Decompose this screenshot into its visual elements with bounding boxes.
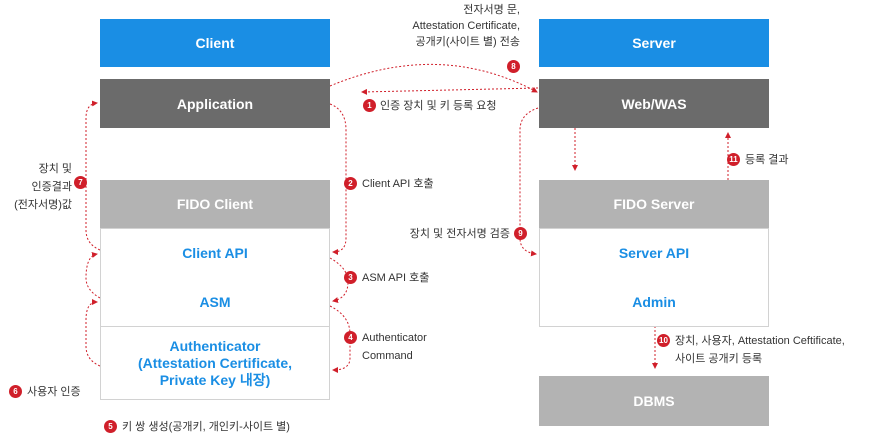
step-label-8-line1: 전자서명 문, — [463, 4, 520, 16]
server-header: Server — [539, 19, 769, 67]
application-box: Application — [100, 79, 330, 128]
arrow-step-7 — [85, 100, 101, 251]
arrow-left-asm-clientapi — [85, 251, 101, 299]
step-badge-4: 4 — [344, 331, 357, 344]
step-badge-3: 3 — [344, 271, 357, 284]
step-label-4-line2: Command — [362, 350, 413, 362]
step-label-6: 사용자 인증 — [27, 386, 81, 398]
step-label-7-line3: (전자서명)값 — [14, 199, 72, 211]
arrow-step-4 — [329, 305, 351, 373]
step-label-5: 키 쌍 생성(공개키, 개인키-사이트 별) — [122, 421, 290, 433]
step-label-8-line2: Attestation Certificate, — [412, 20, 520, 32]
step-label-1: 인증 장치 및 키 등록 요청 — [380, 100, 497, 112]
arrow-step-1 — [361, 87, 539, 95]
step-label-8-line3: 공개키(사이트 별) 전송 — [415, 36, 520, 48]
step-badge-5: 5 — [104, 420, 117, 433]
arrow-step-2 — [329, 103, 347, 255]
step-badge-8: 8 — [507, 60, 520, 73]
fido-server-box: FIDO Server — [539, 180, 769, 228]
step-label-11: 등록 결과 — [745, 154, 789, 166]
asm-box: ASM — [100, 277, 330, 327]
step-label-3: ASM API 호출 — [362, 272, 430, 284]
authenticator-detail-2: Private Key 내장) — [159, 371, 271, 388]
arrow-step-9 — [519, 107, 539, 257]
step-label-4-line1: Authenticator — [362, 332, 427, 344]
step-badge-1: 1 — [363, 99, 376, 112]
arrow-step-8 — [329, 63, 538, 93]
client-header: Client — [100, 19, 330, 67]
step-badge-11: 11 — [727, 153, 740, 166]
step-label-7-line2: 인증결과 — [31, 181, 72, 193]
step-badge-9: 9 — [514, 227, 527, 240]
step-badge-6: 6 — [9, 385, 22, 398]
dbms-box: DBMS — [539, 376, 769, 426]
web-was-box: Web/WAS — [539, 79, 769, 128]
step-badge-10: 10 — [657, 334, 670, 347]
server-api-box: Server API — [539, 228, 769, 278]
authenticator-title: Authenticator — [169, 337, 261, 354]
step-badge-2: 2 — [344, 177, 357, 190]
step-label-2: Client API 호출 — [362, 178, 434, 190]
step-label-7-line1: 장치 및 — [38, 163, 72, 175]
step-label-10-line2: 사이트 공개키 등록 — [675, 353, 763, 365]
step-label-9: 장치 및 전자서명 검증 — [409, 228, 510, 240]
step-badge-7: 7 — [74, 176, 87, 189]
authenticator-detail-1: (Attestation Certificate, — [137, 354, 293, 371]
admin-box: Admin — [539, 277, 769, 327]
client-api-box: Client API — [100, 228, 330, 278]
authenticator-box: Authenticator (Attestation Certificate, … — [100, 326, 330, 400]
fido-client-box: FIDO Client — [100, 180, 330, 228]
step-label-10-line1: 장치, 사용자, Attestation Ceftificate, — [675, 335, 845, 347]
arrow-step-6 — [85, 299, 101, 367]
